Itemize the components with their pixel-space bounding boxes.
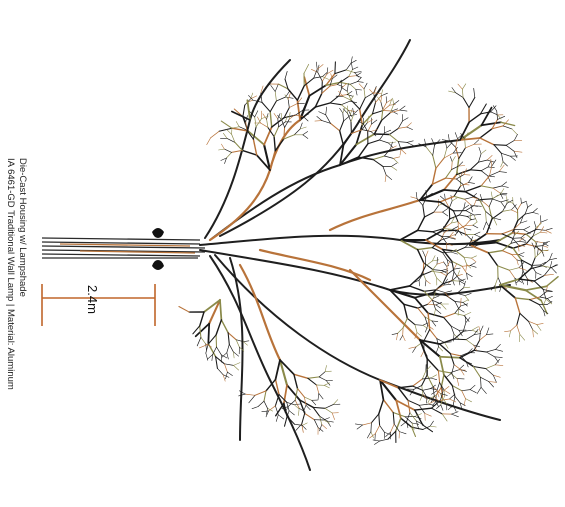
scale-label: 2.4m [85, 285, 100, 314]
caption-line-2: Die-Cast Housing w/ Lampshade [17, 158, 28, 297]
caption-line-1: IA 6461-GD Traditional Wall Lamp | Mater… [5, 158, 16, 390]
tree-trunk [42, 238, 205, 258]
lamp-icon [152, 228, 164, 270]
tree-twigs [179, 57, 558, 445]
